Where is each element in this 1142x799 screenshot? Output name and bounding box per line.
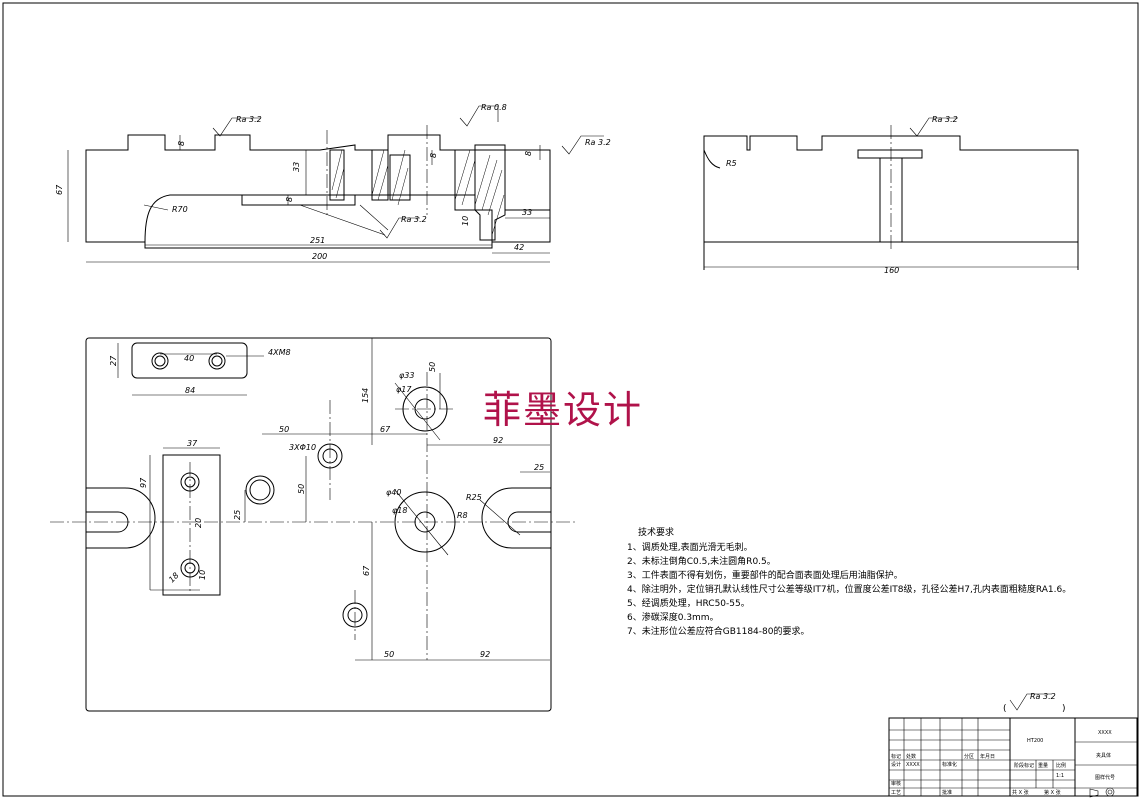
tb-code: XXXX	[1098, 730, 1112, 736]
roughness-a: Ra 3.2	[236, 115, 262, 124]
dim-50b: 50	[384, 650, 394, 659]
hole-m10: 3XΦ10	[289, 443, 316, 452]
dim-67h: 67	[380, 425, 391, 434]
side-view	[703, 117, 1079, 270]
dim-50h: 50	[279, 425, 289, 434]
title-block: 标记 处数 分区 年月日 设计 XXXX 标准化 审核 工艺 批准 HT200 …	[888, 717, 1138, 798]
technical-requirements: 技术要求 1、调质处理,表面光滑无毛刺。 2、未标注倒角C0.5,未注圆角R0.…	[627, 526, 1071, 637]
dim-92b: 92	[480, 650, 490, 659]
dim-40: 40	[184, 354, 194, 363]
radius-r8: R8	[457, 511, 468, 520]
roughness-b: Ra 3.2	[585, 138, 611, 147]
watermark-text: 菲墨设计	[483, 388, 643, 432]
tb-mark-label: 标记	[891, 753, 901, 760]
tb-review-label: 审核	[891, 780, 901, 787]
dim-33: 33	[292, 162, 301, 172]
dia-18: φ18	[392, 506, 407, 515]
radius-r5: R5	[726, 159, 737, 168]
radius-r70: R70	[172, 205, 188, 214]
roughness-ra08: Ra 0.8	[481, 103, 507, 112]
dim-42: 42	[514, 243, 524, 252]
tb-scale-label: 比例	[1056, 762, 1066, 769]
dim-10: 10	[461, 216, 470, 226]
dia-40: φ40	[386, 488, 401, 497]
tb-drawing-no: 图样代号	[1095, 774, 1115, 781]
tb-qty-label: 处数	[906, 753, 916, 760]
dim-67: 67	[55, 184, 64, 195]
dim-8a: 8	[177, 141, 186, 146]
dia-33: φ33	[399, 371, 414, 380]
top-view	[50, 337, 575, 712]
dim-25r: 25	[534, 463, 544, 472]
dim-10b: 10	[198, 570, 207, 580]
roughness-d: Ra 3.2	[932, 115, 958, 124]
tb-design-code: XXXX	[906, 762, 920, 768]
tb-date-label: 年月日	[980, 753, 995, 760]
dim-8b: 8	[429, 153, 438, 158]
roughness-c: Ra 3.2	[401, 215, 427, 224]
dim-160: 160	[884, 266, 899, 275]
tech-req-title: 技术要求	[638, 526, 674, 538]
tb-design-label: 设计	[891, 761, 901, 768]
dim-27: 27	[109, 355, 118, 366]
thread-m8: 4XM8	[268, 348, 291, 357]
general-roughness: ( Ra 3.2 )	[1003, 692, 1066, 714]
roughness-general: Ra 3.2	[1030, 692, 1056, 701]
dim-8d: 8	[285, 197, 294, 202]
tb-std-label: 标准化	[942, 761, 957, 768]
dim-37: 37	[187, 439, 198, 448]
dimension-labels: 67 8 33 8 8 8 10 33 251 42 200 R70 Ra 3.…	[55, 103, 958, 659]
dim-33b: 33	[522, 208, 532, 217]
dim-18: 18	[167, 571, 181, 585]
tech-req-item: 3、工件表面不得有划伤，重要部件的配合面表面处理后用油脂保护。	[627, 569, 903, 581]
svg-text:): )	[1062, 704, 1066, 714]
tb-craft-label: 工艺	[891, 790, 901, 796]
tb-weight-label: 重量	[1038, 762, 1048, 769]
dim-154: 154	[361, 388, 370, 403]
tb-material: HT200	[1027, 738, 1043, 744]
tech-req-item: 4、除注明外，定位销孔默认线性尺寸公差等级IT7机，位置度公差IT8级，孔径公差…	[627, 583, 1071, 595]
tb-zone-label: 分区	[964, 753, 974, 760]
tech-req-item: 5、经调质处理，HRC50-55。	[627, 597, 750, 609]
projection-symbol-icon	[1089, 787, 1115, 798]
dim-97: 97	[139, 477, 148, 488]
dim-25: 25	[233, 510, 242, 520]
dim-84: 84	[185, 386, 195, 395]
tb-scale: 1:1	[1056, 773, 1064, 779]
dim-50m: 50	[297, 484, 306, 494]
tb-stage-label: 阶段标记	[1014, 762, 1034, 769]
dim-200: 200	[312, 252, 327, 261]
dim-8c: 8	[524, 151, 533, 156]
dim-20: 20	[194, 518, 203, 528]
tb-sheet: 第 X 张	[1044, 789, 1061, 796]
tech-req-item: 6、渗碳深度0.3mm。	[627, 611, 719, 623]
radius-r25: R25	[466, 493, 482, 502]
front-section-view	[67, 105, 604, 263]
tb-part-name: 夹具体	[1096, 752, 1111, 759]
tech-req-item: 7、未注形位公差应符合GB1184-80的要求。	[627, 625, 809, 637]
dim-67v: 67	[362, 565, 371, 576]
tb-sheets: 共 X 张	[1012, 789, 1029, 796]
svg-text:(: (	[1003, 704, 1007, 714]
tb-approve-label: 批准	[942, 789, 952, 796]
tech-req-item: 2、未标注倒角C0.5,未注圆角R0.5。	[627, 555, 776, 567]
dia-17: φ17	[396, 385, 412, 394]
dim-92: 92	[493, 436, 503, 445]
dim-251: 251	[310, 236, 325, 245]
tech-req-item: 1、调质处理,表面光滑无毛刺。	[627, 541, 753, 553]
dim-50v: 50	[428, 362, 437, 372]
